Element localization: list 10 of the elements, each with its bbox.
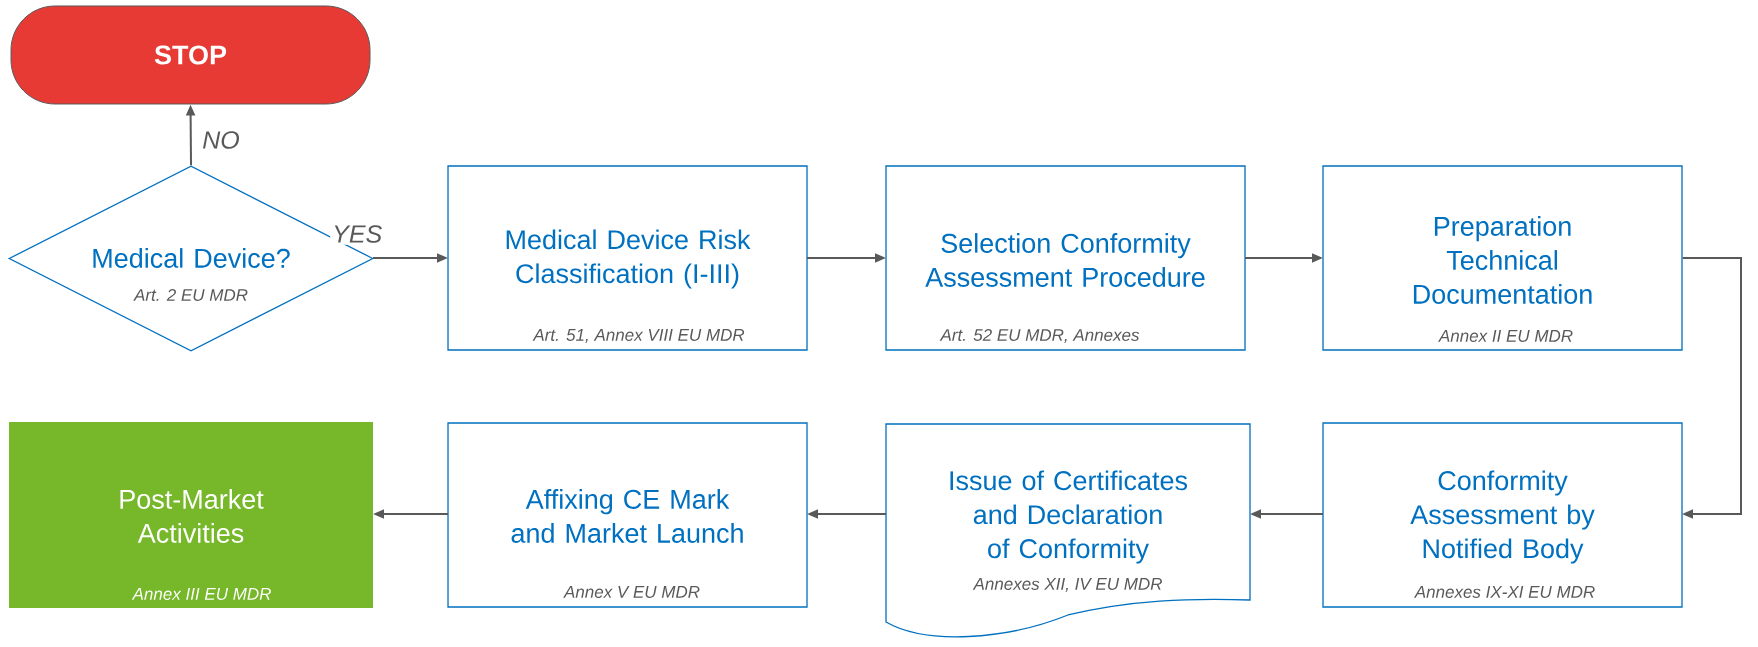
arrow: [1681, 257, 1742, 519]
process-box: Conformity Assessment by Notified Body Annexes IX-XI EU MDR: [1322, 422, 1683, 608]
edge-label: YES: [330, 223, 385, 245]
edge-label: NO: [200, 129, 242, 151]
process-box: Post-Market Activities Annex III EU MDR: [9, 422, 373, 608]
process-box: Preparation Technical Documentation Annex II EU MDR: [1322, 165, 1683, 351]
process-box: Medical Device Risk Classification (I-III) Art. 51, Annex VIII EU MDR: [447, 165, 808, 351]
process-box: Affixing CE Mark and Market Launch Annex V EU MDR: [447, 422, 808, 608]
process-box: Selection Conformity Assessment Procedure Art. 52 EU MDR, Annexes: [885, 165, 1246, 351]
stop-terminal: STOP: [10, 5, 371, 105]
